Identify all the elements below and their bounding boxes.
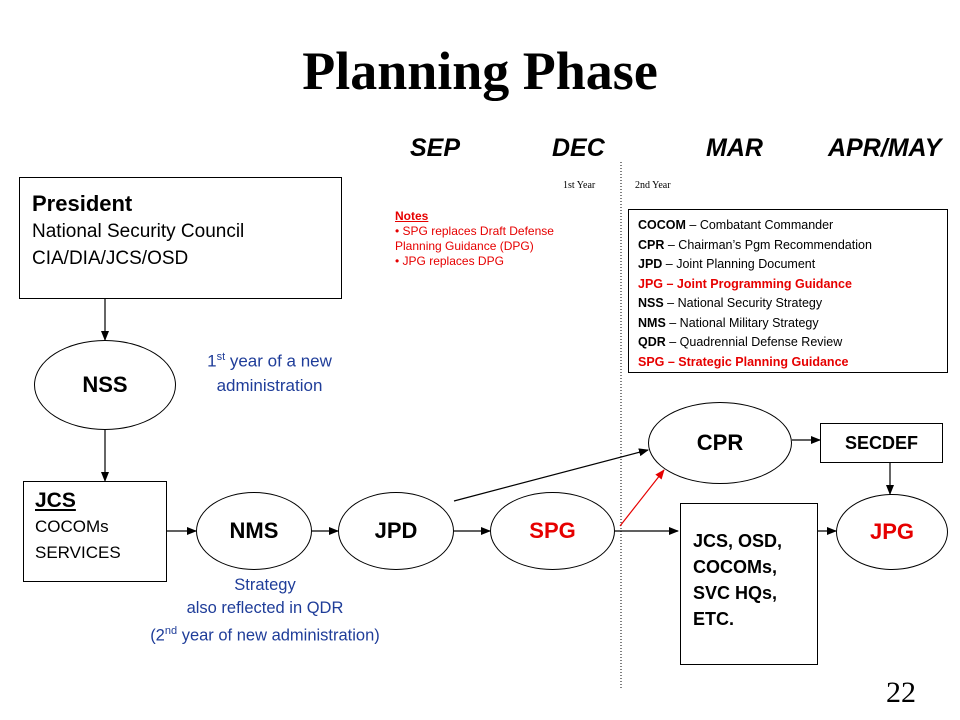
jpg-label: JPG	[869, 519, 915, 544]
arrow-spg-to-cpr-red	[619, 469, 665, 527]
jcs-title: JCS	[35, 489, 76, 512]
legend-row-cocom: COCOM – Combatant Commander	[638, 218, 834, 232]
president-line-agencies: CIA/DIA/JCS/OSD	[32, 248, 189, 269]
legend-row-cpr: CPR – Chairman’s Pgm Recommendation	[638, 237, 872, 252]
legend-row-nss: NSS – National Security Strategy	[638, 296, 823, 310]
page-title: Planning Phase	[302, 41, 658, 101]
president-title: President	[32, 191, 133, 216]
president-box: President National Security Council CIA/…	[19, 177, 342, 299]
jcs-osd-line-1: JCS, OSD,	[693, 531, 783, 551]
nms-node: NMS	[196, 492, 312, 570]
month-dec: DEC	[552, 134, 605, 162]
president-line-nsc: National Security Council	[32, 221, 245, 242]
legend-row-jpg: JPG – Joint Programming Guidance	[638, 276, 852, 291]
nms-label: NMS	[229, 518, 279, 543]
jcs-osd-box: JCS, OSD, COCOMs, SVC HQs, ETC.	[680, 503, 818, 665]
jpd-label: JPD	[374, 518, 418, 543]
jcs-line-services: SERVICES	[35, 543, 121, 562]
page-number: 22	[886, 676, 916, 709]
legend-row-jpd: JPD – Joint Planning Document	[638, 257, 816, 271]
nss-note-pre: 1	[207, 351, 217, 371]
nms-note-line3-pre: (2	[150, 626, 165, 645]
nss-note: 1st year of a new administration	[182, 345, 357, 398]
notes-heading: Notes	[395, 209, 429, 223]
first-year-label: 1st Year	[563, 180, 596, 191]
jpg-node: JPG	[836, 494, 948, 570]
month-aprmay: APR/MAY	[828, 134, 942, 162]
jcs-osd-line-2: COCOMs,	[693, 557, 778, 577]
secdef-box: SECDEF	[820, 423, 943, 463]
legend-row-spg: SPG – Strategic Planning Guidance	[638, 354, 849, 369]
notes-block: Notes • SPG replaces Draft Defense Plann…	[395, 209, 595, 269]
nss-note-rest: year of a new	[225, 351, 332, 371]
nms-note-line2: also reflected in QDR	[186, 599, 344, 617]
month-sep: SEP	[410, 134, 461, 162]
nss-note-line2: administration	[216, 375, 323, 395]
secdef-label: SECDEF	[844, 432, 918, 453]
nms-note-line1: Strategy	[234, 576, 296, 594]
nms-note-line3-sup: nd	[164, 625, 178, 637]
jpd-node: JPD	[338, 492, 454, 570]
acronym-legend: COCOM – Combatant Commander CPR – Chairm…	[628, 209, 948, 373]
notes-item-2: • JPG replaces DPG	[395, 254, 504, 268]
legend-row-qdr: QDR – Quadrennial Defense Review	[638, 335, 843, 349]
nms-note: Strategy also reflected in QDR (2nd year…	[100, 574, 430, 648]
cpr-node: CPR	[648, 402, 792, 484]
second-year-label: 2nd Year	[635, 180, 671, 191]
month-mar: MAR	[706, 134, 763, 162]
jcs-line-cocoms: COCOMs	[35, 517, 109, 536]
jcs-box: JCS COCOMs SERVICES	[23, 481, 167, 582]
spg-label: SPG	[529, 518, 576, 543]
cpr-label: CPR	[696, 430, 744, 455]
legend-row-nms: NMS – National Military Strategy	[638, 315, 819, 330]
arrow-jpd-to-cpr	[453, 448, 649, 502]
nms-note-line3: (2nd year of new administration)	[100, 620, 430, 648]
nss-note-sup: st	[216, 351, 226, 363]
notes-item-1: • SPG replaces Draft Defense Planning Gu…	[395, 224, 554, 253]
jcs-osd-line-3: SVC HQs,	[693, 583, 778, 603]
nms-note-line3-rest: year of new administration)	[177, 626, 380, 645]
jcs-osd-line-4: ETC.	[693, 609, 735, 629]
spg-node: SPG	[490, 492, 615, 570]
nss-label: NSS	[82, 372, 128, 397]
nss-node: NSS	[34, 340, 176, 430]
